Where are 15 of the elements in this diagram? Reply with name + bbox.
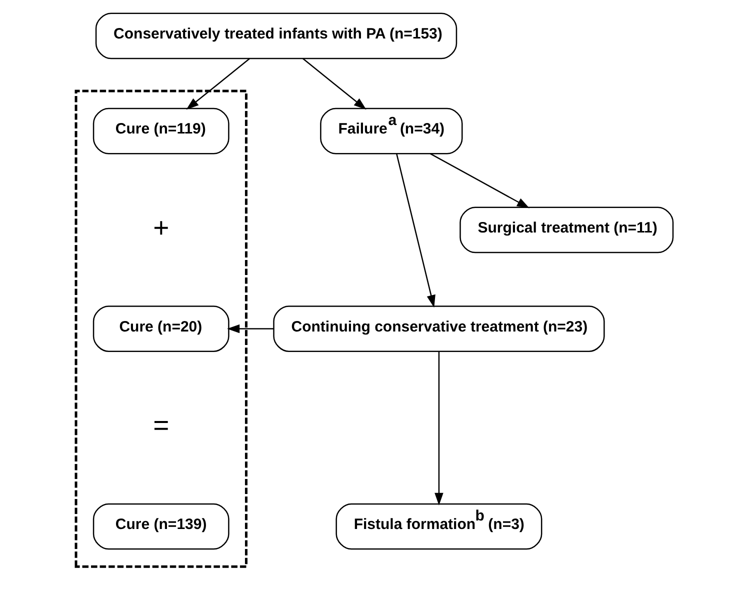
node-box: Continuing conservative treatment (n=23): [272, 306, 604, 352]
arrow: [429, 153, 529, 208]
arrow: [226, 324, 274, 334]
arrow: [186, 58, 250, 110]
node-box: Surgical treatment (n=11): [459, 206, 674, 254]
cluster: [74, 90, 247, 568]
node-box: Cure (n=119): [92, 108, 229, 154]
node-box: Cure (n=139): [92, 503, 229, 550]
node-box: Cure (n=20): [92, 306, 229, 352]
label: +: [152, 212, 169, 243]
arrow: [302, 58, 366, 110]
label: =: [152, 410, 169, 441]
arrow: [434, 352, 443, 506]
arrow: [396, 154, 435, 308]
node-box: Conservatively treated infants with PA (n=153): [94, 12, 457, 60]
